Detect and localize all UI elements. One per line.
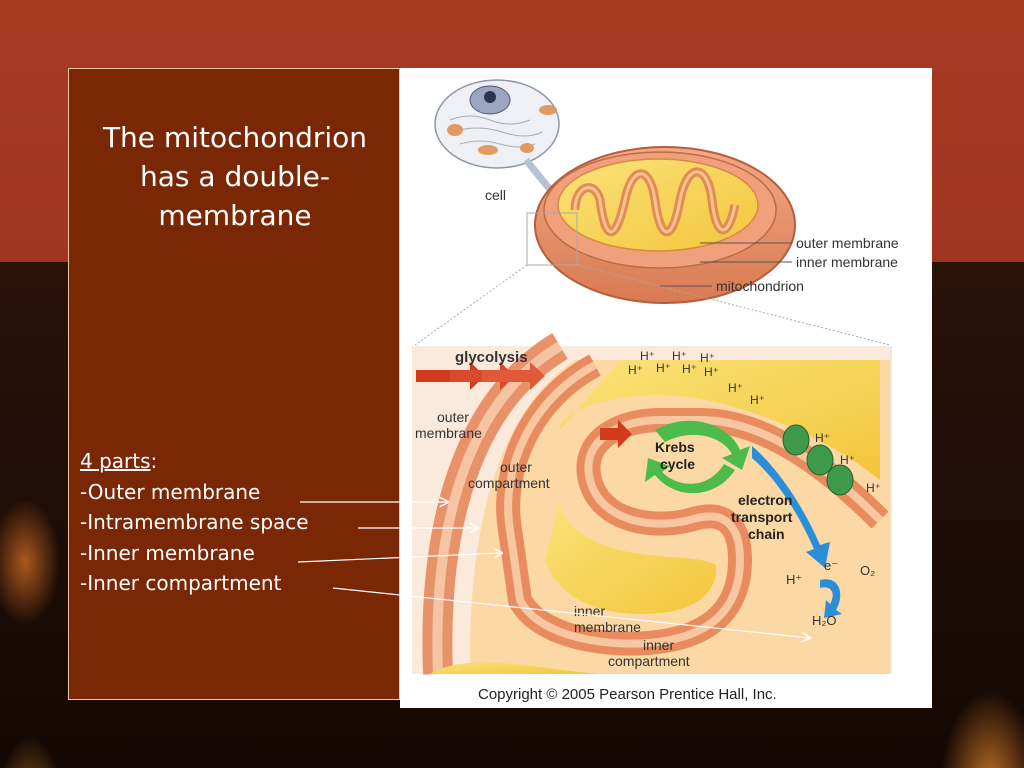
- pointer-inner-compartment: [332, 587, 810, 638]
- slide-title: The mitochondrion has a double-membrane: [102, 121, 368, 232]
- parts-list: 4 parts: -Outer membrane -Intramembrane …: [80, 446, 309, 599]
- svg-text:H⁺: H⁺: [682, 362, 697, 376]
- text-panel: [68, 68, 400, 700]
- cell-illustration: [434, 79, 560, 169]
- label-outer-membrane-detail: outer: [437, 409, 469, 425]
- label-o2: O₂: [860, 563, 875, 578]
- svg-text:cycle: cycle: [660, 456, 695, 472]
- part-item-inner-membrane: -Inner membrane: [80, 540, 255, 565]
- label-h-plus: H⁺: [640, 349, 655, 363]
- mitochondrion-detail: [412, 333, 892, 675]
- label-glycolysis: glycolysis: [455, 349, 528, 366]
- label-inner-membrane-detail: inner: [574, 603, 605, 619]
- label-cell: cell: [485, 187, 506, 203]
- part-item-inner-compartment: -Inner compartment: [80, 571, 282, 595]
- svg-text:H⁺: H⁺: [656, 361, 671, 375]
- mitochondrion-cutaway: [526, 146, 796, 304]
- svg-text:H⁺: H⁺: [866, 481, 881, 495]
- svg-text:membrane: membrane: [574, 619, 641, 635]
- svg-text:membrane: membrane: [415, 425, 482, 441]
- label-outer-membrane: outer membrane: [796, 235, 899, 251]
- svg-text:H⁺: H⁺: [815, 431, 830, 445]
- svg-text:transport: transport: [731, 509, 793, 525]
- label-e-minus: e⁻: [824, 558, 838, 573]
- label-krebs-cycle: Krebs: [655, 439, 695, 455]
- label-electron-transport-chain: electron: [738, 492, 792, 508]
- svg-text:H⁺: H⁺: [750, 393, 765, 407]
- label-inner-compartment: inner: [643, 637, 674, 653]
- svg-text:compartment: compartment: [468, 475, 550, 491]
- svg-text:H⁺: H⁺: [704, 365, 719, 379]
- zoom-arrow: [523, 157, 555, 195]
- copyright-notice: Copyright © 2005 Pearson Prentice Hall, …: [478, 686, 777, 703]
- label-inner-membrane: inner membrane: [796, 254, 898, 270]
- label-mitochondrion: mitochondrion: [716, 278, 804, 294]
- label-outer-compartment: outer: [500, 459, 532, 475]
- svg-text:H⁺: H⁺: [728, 381, 743, 395]
- svg-text:chain: chain: [748, 526, 785, 542]
- label-h2o: H₂O: [812, 613, 837, 628]
- svg-text:H⁺: H⁺: [672, 349, 687, 363]
- svg-text:H⁺: H⁺: [840, 453, 855, 467]
- svg-text:H⁺: H⁺: [628, 363, 643, 377]
- part-item-outer-membrane: -Outer membrane: [80, 479, 261, 504]
- parts-heading: 4 parts:: [80, 449, 158, 473]
- svg-text:H⁺: H⁺: [700, 351, 715, 365]
- part-item-intramembrane-space: -Intramembrane space: [80, 510, 309, 534]
- pointer-inner-membrane: [297, 553, 502, 563]
- label-h-plus-matrix: H⁺: [786, 572, 802, 587]
- svg-text:compartment: compartment: [608, 653, 690, 669]
